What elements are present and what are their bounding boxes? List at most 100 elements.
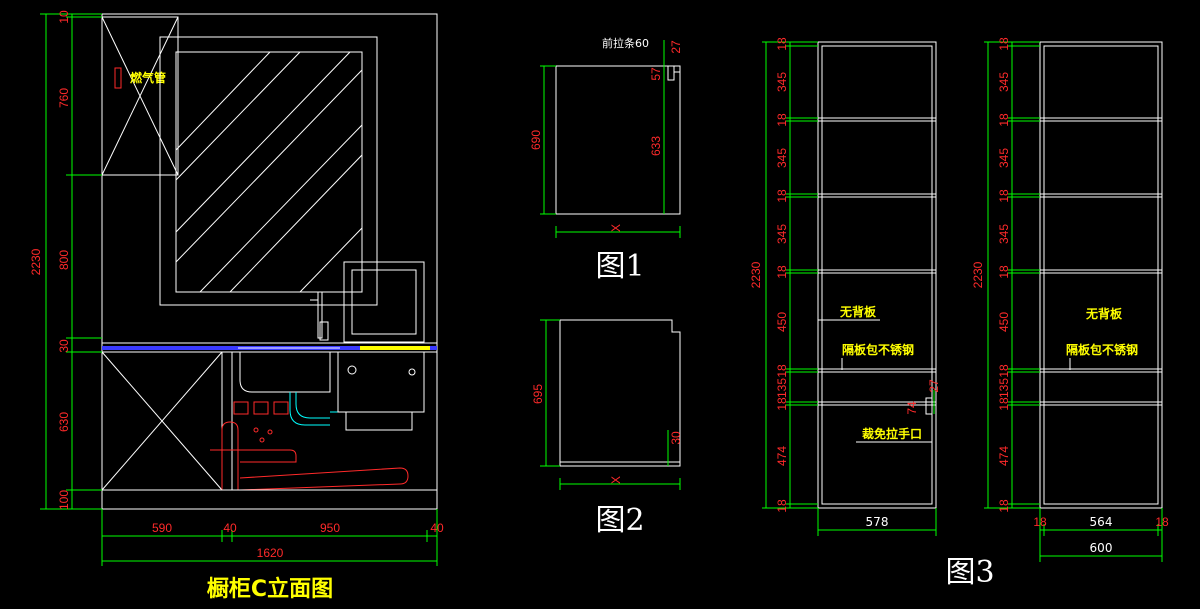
right-cab-seg-4: 18 — [997, 189, 1011, 203]
fig1-dim-inner: 633 — [649, 136, 663, 156]
right-cab-dim-total: 2230 — [971, 261, 985, 288]
fig1-dim-width: X — [609, 224, 623, 232]
elevation-view: 燃气管 — [29, 10, 444, 602]
left-cab-seg-12: 18 — [775, 499, 789, 513]
right-cab-width-seg-0: 18 — [1033, 515, 1047, 529]
right-cab-dim-ticks — [984, 41, 1040, 509]
left-cab-handle-label: 裁免拉手口 — [862, 426, 922, 441]
right-cab-inner — [1043, 45, 1159, 505]
window-outer — [159, 36, 378, 306]
left-cab-seg-11: 474 — [775, 446, 789, 466]
right-cab-width: 600 — [1090, 541, 1113, 555]
left-cab-width: 578 — [866, 515, 889, 529]
lower-right-cabinet — [231, 351, 438, 491]
right-cab-seg-5: 345 — [997, 224, 1011, 244]
divider-panel — [221, 351, 233, 491]
fig1-caption: 图1 — [595, 249, 644, 284]
fig2-dim-width: X — [609, 476, 623, 484]
fig2-view: 695 30 X 图2 — [531, 319, 683, 538]
left-cab-inner — [821, 45, 933, 505]
elev-dim-seg-1: 760 — [57, 88, 71, 108]
right-cab-width-seg-1: 564 — [1090, 515, 1113, 529]
right-cab-seg-9: 135 — [997, 378, 1011, 398]
fig3-caption: 图3 — [945, 555, 994, 590]
left-cab-seg-2: 18 — [775, 113, 789, 127]
countertop-highlight — [360, 346, 430, 350]
fig1-dim-strip: 57 — [649, 67, 663, 81]
right-cab-seg-12: 18 — [997, 499, 1011, 513]
left-cab-seg-5: 345 — [775, 224, 789, 244]
faucet-icon — [310, 291, 329, 341]
bottom-dim-seg-2: 950 — [320, 521, 340, 535]
elev-dim-seg-3: 30 — [57, 339, 71, 353]
left-dim-ticks — [40, 13, 102, 510]
left-cab-seg-7: 450 — [775, 312, 789, 332]
right-cab-seg-3: 345 — [997, 148, 1011, 168]
sink-bowl — [239, 352, 331, 393]
left-cab-handle-dim-0: 74 — [905, 401, 919, 415]
fig2-caption: 图2 — [595, 503, 644, 538]
left-cab-seg-9: 135 — [775, 378, 789, 398]
right-cab-shelf-label: 隔板包不锈钢 — [1066, 342, 1138, 357]
left-cab-handle-cutout — [925, 397, 933, 415]
upper-cabinet-cross-b — [101, 16, 179, 176]
fig3-left-cabinet: 无背板 隔板包不锈钢 裁免拉手口 74 27 2230 18 345 18 34… — [749, 37, 941, 536]
left-cab-no-back: 无背板 — [839, 304, 877, 319]
right-cab-seg-8: 18 — [997, 364, 1011, 378]
fig2-dim-bottom-right: 30 — [669, 431, 683, 445]
right-cab-no-back: 无背板 — [1085, 306, 1123, 321]
left-cab-seg-3: 345 — [775, 148, 789, 168]
left-cab-seg-4: 18 — [775, 189, 789, 203]
fig2-dim-height: 695 — [531, 384, 545, 404]
hood-inner — [351, 269, 417, 335]
elev-dim-seg-0: 10 — [57, 10, 71, 24]
fig1-panel — [555, 65, 681, 215]
left-cab-seg-1: 345 — [775, 72, 789, 92]
window-hatch — [175, 51, 363, 293]
left-cab-seg-10: 18 — [775, 397, 789, 411]
elev-dim-total: 2230 — [29, 248, 43, 275]
garbage-disposer — [337, 351, 425, 431]
left-cab-dim-total: 2230 — [749, 261, 763, 288]
right-cab-width-seg-2: 18 — [1155, 515, 1169, 529]
bottom-dim-seg-1: 40 — [223, 521, 237, 535]
window-inner — [175, 51, 363, 293]
left-cab-seg-0: 18 — [775, 37, 789, 51]
fig1-dim-height: 690 — [529, 130, 543, 150]
drain-pipes — [289, 392, 345, 426]
right-cab-seg-2: 18 — [997, 113, 1011, 127]
right-cab-seg-0: 18 — [997, 37, 1011, 51]
elevation-title: 橱柜C立面图 — [207, 576, 333, 602]
fig3-right-cabinet: 无背板 隔板包不锈钢 2230 18 345 18 345 18 345 18 … — [971, 37, 1169, 562]
right-cab-seg-1: 345 — [997, 72, 1011, 92]
bottom-dim-seg-0: 590 — [152, 521, 172, 535]
gas-pipe-label: 燃气管 — [130, 70, 166, 85]
elev-dim-seg-4: 630 — [57, 412, 71, 432]
left-cab-outline — [817, 41, 937, 509]
fig1-dim-top-right: 27 — [669, 40, 683, 54]
fig1-view: 前拉条60 690 27 57 633 X 图1 — [529, 36, 683, 284]
gas-pipe-routing — [210, 421, 409, 491]
left-cab-seg-8: 18 — [775, 364, 789, 378]
left-cab-handle-dim-1: 27 — [927, 379, 941, 393]
right-cab-seg-11: 474 — [997, 446, 1011, 466]
left-cab-handle-leader — [856, 414, 933, 443]
right-cab-seg-10: 18 — [997, 397, 1011, 411]
left-cab-seg-6: 18 — [775, 265, 789, 279]
right-cab-seg-6: 18 — [997, 265, 1011, 279]
upper-cabinet — [101, 16, 179, 176]
left-cab-shelves — [818, 117, 936, 406]
lower-left-cross-b — [101, 351, 223, 491]
left-cab-dim-ticks — [762, 41, 818, 509]
socket-row — [233, 401, 289, 443]
elevation-outline — [101, 13, 438, 510]
bottom-dim-total: 1620 — [257, 546, 284, 560]
fig1-front-strip-label: 前拉条60 — [602, 36, 649, 50]
fig2-panel — [559, 319, 681, 467]
right-cab-seg-7: 450 — [997, 312, 1011, 332]
hood-frame — [343, 261, 425, 343]
right-cab-width-ticks — [1039, 508, 1163, 562]
right-cab-shelves — [1040, 117, 1162, 406]
elev-dim-seg-2: 800 — [57, 250, 71, 270]
